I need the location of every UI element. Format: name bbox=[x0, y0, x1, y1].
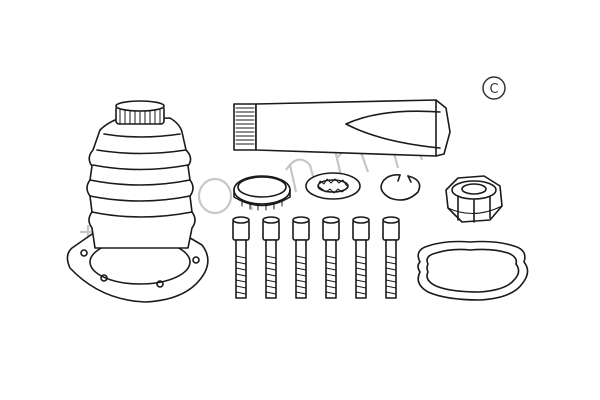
socket-head-bolt-icon bbox=[262, 216, 280, 299]
copyright-symbol: C bbox=[489, 82, 498, 97]
copyright-icon: C bbox=[482, 76, 506, 100]
bolt-3 bbox=[292, 216, 310, 299]
circlip-icon bbox=[380, 174, 421, 201]
bolt-6 bbox=[382, 216, 400, 299]
socket-head-bolt-icon bbox=[232, 216, 250, 299]
hose-clamp-icon bbox=[233, 175, 291, 211]
socket-head-bolt-icon bbox=[322, 216, 340, 299]
socket-head-bolt-icon bbox=[352, 216, 370, 299]
bolt-4 bbox=[322, 216, 340, 299]
gasket-icon bbox=[417, 240, 529, 301]
socket-head-bolt-icon bbox=[292, 216, 310, 299]
bolt-1 bbox=[232, 216, 250, 299]
axle-nut-icon bbox=[445, 175, 503, 223]
socket-head-bolt-icon bbox=[382, 216, 400, 299]
serrated-lock-washer-icon bbox=[305, 172, 361, 200]
cv-joint-boot-icon bbox=[66, 100, 209, 303]
bolt-5 bbox=[352, 216, 370, 299]
grease-tube-icon bbox=[233, 99, 451, 157]
bolt-2 bbox=[262, 216, 280, 299]
